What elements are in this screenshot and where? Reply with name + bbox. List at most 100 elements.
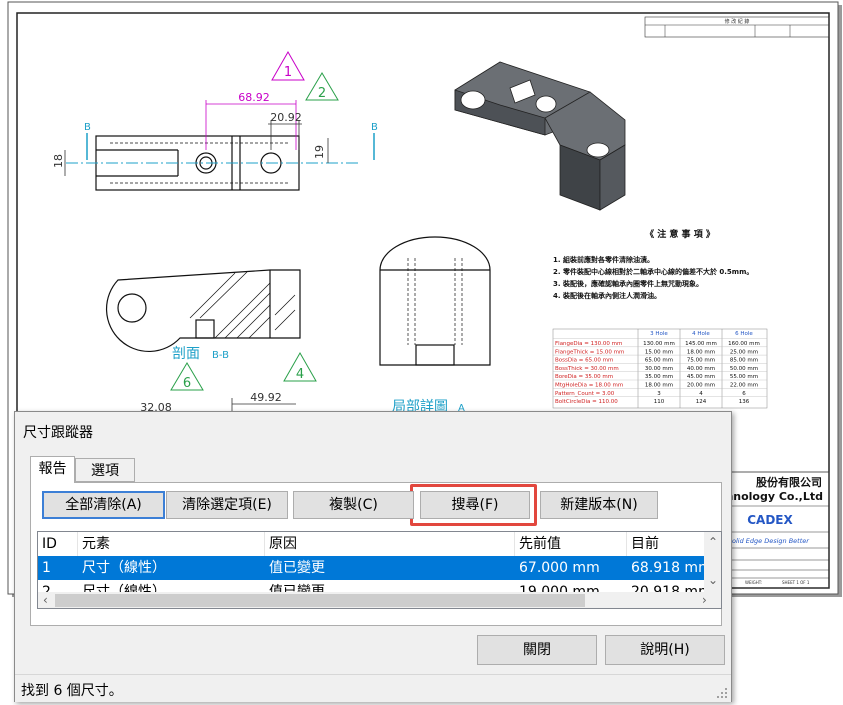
search-button[interactable]: 搜尋(F) xyxy=(420,491,530,519)
clear-all-button[interactable]: 全部清除(A) xyxy=(42,491,165,519)
param-cell: 3 xyxy=(657,391,661,397)
dimension-list-table[interactable]: ID 元素 原因 先前值 目前 1 尺寸（線性） 值已變更 67.000 mm … xyxy=(37,531,722,609)
dimension-text[interactable]: 49.92 xyxy=(250,391,282,404)
dimension-20-92[interactable] xyxy=(268,120,302,150)
section-view-b-b[interactable] xyxy=(105,269,301,352)
copy-button[interactable]: 複製(C) xyxy=(293,491,414,519)
dimension-text[interactable]: 19 xyxy=(313,145,326,159)
section-marker-left: B xyxy=(84,122,91,133)
param-cell: FlangeDia = 130.00 mm xyxy=(555,341,622,347)
front-view[interactable] xyxy=(379,236,491,366)
callout-triangle-4: 4 xyxy=(283,351,317,382)
param-cell: 30.00 mm xyxy=(645,366,673,372)
dimension-49-92[interactable] xyxy=(231,398,296,412)
scroll-left-icon[interactable]: ‹ xyxy=(43,593,48,607)
param-cell: 50.00 mm xyxy=(730,366,758,372)
note-line: 4. 裝配後在軸承內側注人潤滑油。 xyxy=(553,291,661,300)
param-cell: BoreDia = 35.00 mm xyxy=(555,374,613,380)
param-cell: BossDia = 65.00 mm xyxy=(555,358,613,364)
cell-previous: 67.000 mm xyxy=(519,560,600,576)
weight-label: WEIGHT: xyxy=(745,580,762,585)
status-text: 找到 6 個尺寸。 xyxy=(21,683,123,699)
param-cell: Pattern_Count = 3.00 xyxy=(555,391,615,397)
param-cell: 136 xyxy=(739,399,750,405)
param-cell: 15.00 mm xyxy=(645,349,673,355)
param-cell: 4 xyxy=(699,391,703,397)
brand-slogan: olid Edge Design Better xyxy=(732,537,810,545)
title-block: 股份有限公司 chnology Co.,Ltd CADEX olid Edge … xyxy=(719,471,830,589)
isometric-part-view[interactable] xyxy=(454,61,626,211)
vertical-scrollbar[interactable]: ⌃ ⌄ xyxy=(704,532,721,592)
table-row[interactable]: 1 尺寸（線性） 值已變更 67.000 mm 68.918 mm xyxy=(38,556,708,580)
param-cell: 130.00 mm xyxy=(643,341,675,347)
param-cell: 6 xyxy=(742,391,746,397)
param-cell: 35.00 mm xyxy=(645,374,673,380)
table-row[interactable]: 2 尺寸（線性） 值已變更 19.000 mm 20.918 mm xyxy=(38,580,708,592)
brand-logo: CADEX xyxy=(747,513,793,527)
new-version-button[interactable]: 新建版本(N) xyxy=(540,491,658,519)
triangle-label: 1 xyxy=(284,65,292,80)
triangle-label: 6 xyxy=(183,376,191,391)
callout-triangle-2: 2 xyxy=(305,72,339,101)
column-header-element[interactable]: 元素 xyxy=(78,532,265,556)
scroll-up-icon[interactable]: ⌃ xyxy=(708,535,719,549)
param-header: 3 Hole xyxy=(650,331,668,337)
param-cell: 85.00 mm xyxy=(730,358,758,364)
cell-id: 2 xyxy=(42,584,51,592)
param-cell: 40.00 mm xyxy=(687,366,715,372)
column-header-previous[interactable]: 先前值 xyxy=(515,532,627,556)
section-label-suffix: B-B xyxy=(212,350,229,361)
param-cell: BossThick = 30.00 mm xyxy=(555,366,619,372)
scrollbar-thumb[interactable] xyxy=(55,594,585,607)
column-header-id[interactable]: ID xyxy=(38,532,78,556)
param-cell: BoltCircleDia = 110.00 xyxy=(555,399,618,405)
revision-block: 修 改 紀 錄 xyxy=(644,16,830,38)
note-line: 1. 組裝前應對各零件清除油漬。 xyxy=(553,255,654,264)
triangle-label: 2 xyxy=(318,86,326,101)
company-name-cn: 股份有限公司 xyxy=(756,475,822,489)
help-button[interactable]: 說明(H) xyxy=(605,635,725,665)
param-cell: FlangeThick = 15.00 mm xyxy=(555,349,624,355)
dimension-text[interactable]: 32.08 xyxy=(140,401,172,414)
close-button[interactable]: 關閉 xyxy=(477,635,597,665)
resize-grip-icon[interactable] xyxy=(716,687,728,699)
dimension-text[interactable]: 20.92 xyxy=(270,111,302,124)
table-header: ID 元素 原因 先前值 目前 xyxy=(38,532,708,556)
revision-header: 修 改 紀 錄 xyxy=(725,18,750,25)
cell-current: 68.918 mm xyxy=(631,560,708,576)
clear-selected-button[interactable]: 清除選定項(E) xyxy=(166,491,288,519)
param-cell: 18.00 mm xyxy=(645,383,673,389)
cell-reason: 值已變更 xyxy=(269,560,325,576)
notes-title: 《 注 意 事 項 》 xyxy=(645,228,715,240)
param-cell: 110 xyxy=(654,399,665,405)
cell-id: 1 xyxy=(42,560,51,576)
column-header-current[interactable]: 目前 xyxy=(631,536,659,552)
param-cell: MtgHoleDia = 18.00 mm xyxy=(555,383,623,389)
dialog-title: 尺寸跟蹤器 xyxy=(23,425,93,441)
param-cell: 25.00 mm xyxy=(730,349,758,355)
detail-label-suffix: A xyxy=(458,403,465,414)
dimension-text[interactable]: 18 xyxy=(52,154,65,168)
callout-triangle-1: 1 xyxy=(271,50,305,81)
callout-triangle-6: 6 xyxy=(170,362,204,391)
scroll-right-icon[interactable]: › xyxy=(702,593,707,607)
triangle-label: 4 xyxy=(296,367,304,382)
dimension-68-92[interactable] xyxy=(205,100,297,150)
param-cell: 75.00 mm xyxy=(687,358,715,364)
section-label: 剖面 xyxy=(172,346,200,362)
dimension-text[interactable]: 68.92 xyxy=(238,91,270,104)
param-cell: 18.00 mm xyxy=(687,349,715,355)
cell-element: 尺寸（線性） xyxy=(82,560,166,576)
tab-report[interactable]: 報告 xyxy=(30,456,75,483)
column-header-reason[interactable]: 原因 xyxy=(265,532,515,556)
parameter-table: 3 Hole 4 Hole 6 Hole FlangeDia = 130.00 … xyxy=(552,328,768,409)
scroll-down-icon[interactable]: ⌄ xyxy=(708,573,719,587)
dimension-tracker-dialog[interactable]: 尺寸跟蹤器 報告 選項 全部清除(A) 清除選定項(E) 複製(C) 搜尋(F)… xyxy=(14,411,732,702)
sheet-number: SHEET 1 OF 1 xyxy=(782,580,810,585)
horizontal-scrollbar[interactable]: ‹ › xyxy=(38,592,721,608)
section-marker xyxy=(86,133,375,160)
tab-options[interactable]: 選項 xyxy=(75,458,135,482)
param-cell: 20.00 mm xyxy=(687,383,715,389)
company-name-en: chnology Co.,Ltd xyxy=(719,490,823,503)
